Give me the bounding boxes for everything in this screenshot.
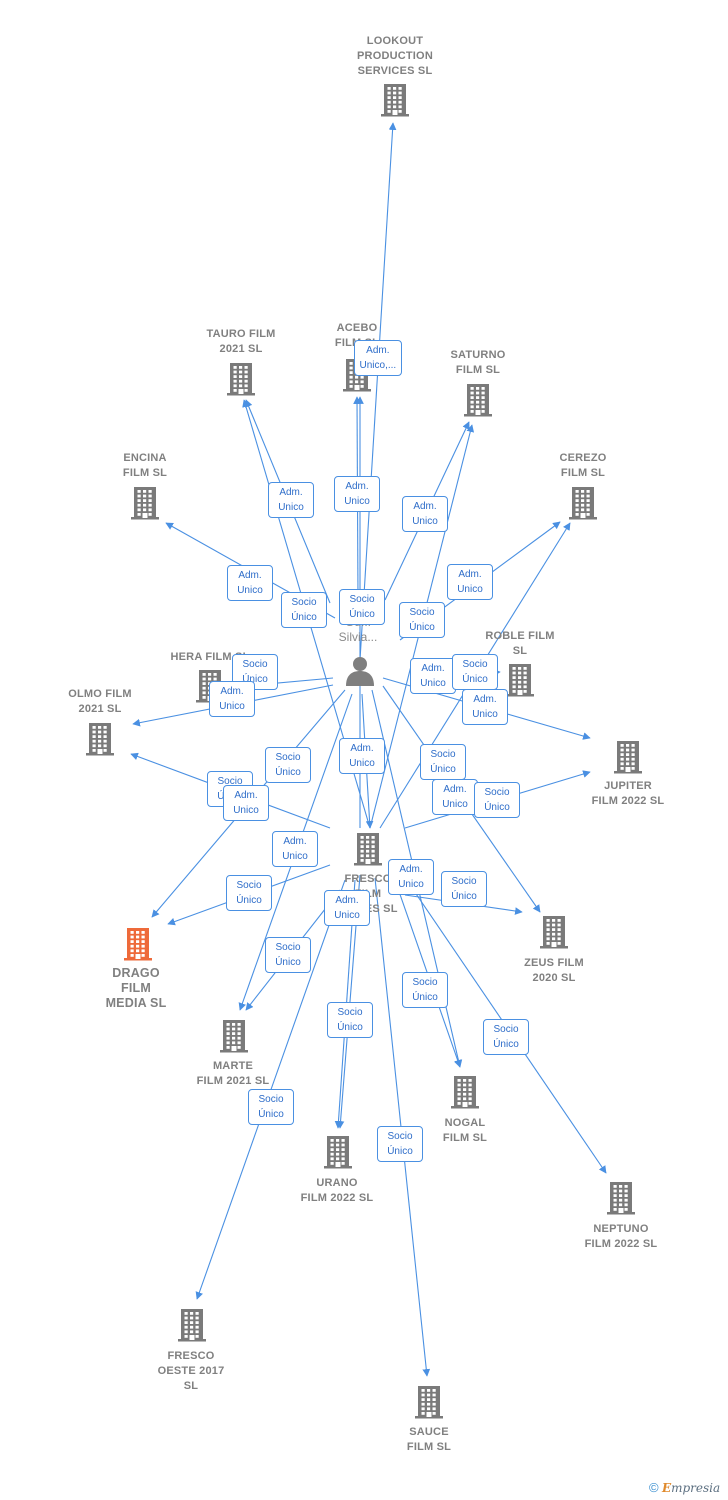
- company-fresco-oeste-building-icon[interactable]: [177, 1308, 207, 1347]
- company-fresco-oeste-label[interactable]: FRESCO OESTE 2017 SL: [157, 1350, 225, 1392]
- company-drago-label[interactable]: DRAGO FILM MEDIA SL: [105, 966, 167, 1010]
- company-roble-label[interactable]: ROBLE FILM SL: [485, 630, 555, 657]
- relation-label-socio-unico-olmo[interactable]: Socio Único: [265, 747, 311, 783]
- company-sauce-label[interactable]: SAUCE FILM SL: [406, 1426, 452, 1453]
- company-lookout-building-icon[interactable]: [380, 83, 410, 122]
- empresia-logo: Empresia: [661, 1481, 721, 1495]
- company-nogal-building-icon[interactable]: [450, 1075, 480, 1114]
- relationship-edge: [359, 122, 397, 661]
- relation-label-socio-unico-saturno[interactable]: Socio Único: [399, 602, 445, 638]
- relation-label-socio-unico-zeus[interactable]: Socio Único: [441, 871, 487, 907]
- relation-label-socio-unico-nogal[interactable]: Socio Único: [402, 972, 448, 1008]
- company-tauro-building-icon[interactable]: [226, 362, 256, 401]
- company-lookout-label[interactable]: LOOKOUT PRODUCTION SERVICES SL: [357, 35, 433, 77]
- company-neptuno-building-icon[interactable]: [606, 1181, 636, 1220]
- relation-label-socio-unico-sauce[interactable]: Socio Único: [377, 1126, 423, 1162]
- company-saturno-building-icon[interactable]: [463, 383, 493, 422]
- company-jupiter-label[interactable]: JUPITER FILM 2022 SL: [591, 780, 665, 807]
- relation-label-socio-unico-drago[interactable]: Socio Único: [226, 875, 272, 911]
- company-jupiter-building-icon[interactable]: [613, 740, 643, 779]
- company-nogal-label[interactable]: NOGAL FILM SL: [442, 1117, 488, 1144]
- empresia-watermark: © Empresia: [649, 1480, 720, 1495]
- relation-label-adm-unico-tauro[interactable]: Adm. Unico: [268, 482, 314, 518]
- company-olmo-label[interactable]: OLMO FILM 2021 SL: [68, 688, 132, 715]
- relation-label-adm-unico-acebo[interactable]: Adm. Unico: [334, 476, 380, 512]
- relation-label-adm-unico-zeus[interactable]: Adm. Unico: [432, 779, 478, 815]
- relation-label-socio-unico-urano[interactable]: Socio Único: [327, 1002, 373, 1038]
- company-marte-label[interactable]: MARTE FILM 2021 SL: [196, 1060, 270, 1087]
- company-cerezo-label[interactable]: CEREZO FILM SL: [559, 452, 607, 479]
- company-drago-building-icon[interactable]: [123, 927, 153, 966]
- company-zeus-building-icon[interactable]: [539, 915, 569, 954]
- relation-label-adm-unico-cerezo[interactable]: Adm. Unico: [447, 564, 493, 600]
- company-sauce-building-icon[interactable]: [414, 1385, 444, 1424]
- relation-label-adm-unico-hera[interactable]: Adm. Unico: [209, 681, 255, 717]
- company-neptuno-label[interactable]: NEPTUNO FILM 2022 SL: [584, 1223, 658, 1250]
- relation-label-socio-unico-roble[interactable]: Socio Único: [452, 654, 498, 690]
- company-olmo-building-icon[interactable]: [85, 722, 115, 761]
- relation-label-adm-unico-encina[interactable]: Adm. Unico: [227, 565, 273, 601]
- company-cerezo-building-icon[interactable]: [568, 486, 598, 525]
- company-roble-building-icon[interactable]: [505, 663, 535, 702]
- relation-label-adm-unico-fresco[interactable]: Adm. Unico: [339, 738, 385, 774]
- person-node-silvia[interactable]: [343, 655, 377, 687]
- relation-label-socio-unico-jupiter[interactable]: Socio Único: [474, 782, 520, 818]
- relation-label-adm-unico-top[interactable]: Adm. Unico,...: [353, 340, 403, 376]
- relation-label-socio-unico-cerezo[interactable]: Socio Único: [420, 744, 466, 780]
- company-urano-label[interactable]: URANO FILM 2022 SL: [300, 1177, 374, 1204]
- company-fresco-building-icon[interactable]: [353, 832, 383, 871]
- relation-label-adm-unico-nogal[interactable]: Adm. Unico: [388, 859, 434, 895]
- company-encina-building-icon[interactable]: [130, 486, 160, 525]
- relation-label-socio-unico-fresco-oeste[interactable]: Socio Único: [248, 1089, 294, 1125]
- person-icon: [346, 657, 374, 686]
- relation-label-socio-unico-marte[interactable]: Socio Único: [265, 937, 311, 973]
- relation-label-adm-unico-saturno[interactable]: Adm. Unico: [402, 496, 448, 532]
- relation-label-socio-unico-neptuno[interactable]: Socio Único: [483, 1019, 529, 1055]
- company-encina-label[interactable]: ENCINA FILM SL: [122, 452, 168, 479]
- relation-label-socio-unico-tauro[interactable]: Socio Único: [281, 592, 327, 628]
- company-saturno-label[interactable]: SATURNO FILM SL: [450, 349, 506, 376]
- relation-label-adm-unico-jupiter[interactable]: Adm. Unico: [462, 689, 508, 725]
- relation-label-adm-unico-urano[interactable]: Adm. Unico: [324, 890, 370, 926]
- relation-label-socio-unico-acebo[interactable]: Socio Único: [339, 589, 385, 625]
- relation-label-adm-unico-olmo[interactable]: Adm. Unico: [223, 785, 269, 821]
- copyright-symbol: ©: [649, 1480, 659, 1495]
- company-tauro-label[interactable]: TAURO FILM 2021 SL: [206, 328, 276, 355]
- company-urano-building-icon[interactable]: [323, 1135, 353, 1174]
- relation-label-adm-unico-marte[interactable]: Adm. Unico: [272, 831, 318, 867]
- company-marte-building-icon[interactable]: [219, 1019, 249, 1058]
- company-zeus-label[interactable]: ZEUS FILM 2020 SL: [524, 957, 584, 984]
- relation-label-adm-unico-roble[interactable]: Adm. Unico: [410, 658, 456, 694]
